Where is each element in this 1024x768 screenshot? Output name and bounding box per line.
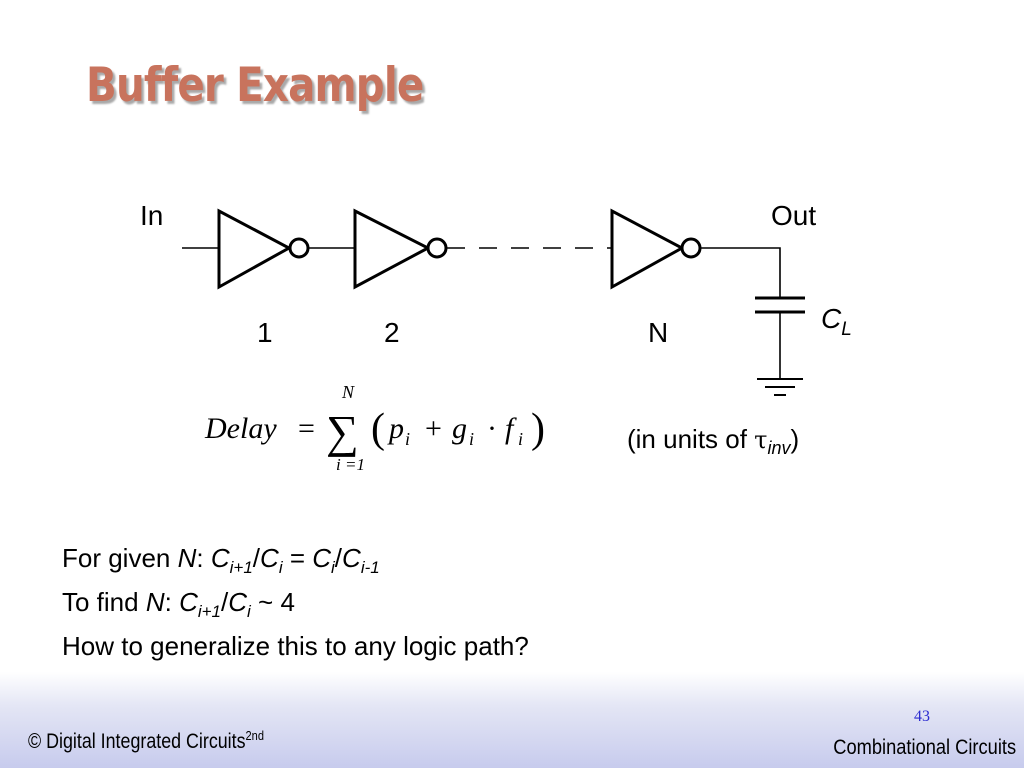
note1-c1: C [210, 543, 230, 573]
note1-s3: i [331, 558, 335, 577]
equation-equals: = [298, 412, 315, 445]
summation-symbol: ∑ [326, 406, 359, 457]
note2-c2: C [228, 587, 248, 617]
close-paren: ) [531, 406, 545, 452]
note2-s1: i+1 [197, 602, 222, 621]
footer-section-title: Combinational Circuits [833, 736, 1016, 759]
note1-s4: i-1 [360, 558, 380, 577]
input-label: In [140, 200, 163, 231]
note1-equals: = [282, 543, 313, 573]
delay-equation: Delay = N ∑ i =1 ( p i + g i · f i ) [204, 382, 545, 474]
footer-copyright-text: © Digital Integrated Circuits [28, 730, 246, 753]
note1-s2: i [278, 558, 283, 577]
sum-upper-limit: N [341, 382, 355, 402]
footer-edition: 2nd [245, 728, 264, 743]
plus-sign: + [425, 412, 442, 445]
tau-symbol: τ [754, 426, 768, 454]
load-cap-main: C [821, 303, 842, 334]
note1-slash2: / [334, 543, 343, 573]
term-p-index: i [405, 429, 410, 449]
output-wire [700, 247, 781, 297]
inverter-2-body [353, 208, 432, 290]
buffer-chain-diagram: In Out 1 2 N CL Delay = N ∑ i =1 ( p i +… [140, 200, 852, 474]
footer-band: © Digital Integrated Circuits2nd 43 Comb… [0, 672, 1024, 768]
load-capacitance-label: CL [821, 303, 852, 340]
inverter-n-body [610, 208, 686, 290]
note2-colon: : [164, 587, 180, 617]
note-line-generalize: How to generalize this to any logic path… [62, 631, 529, 661]
inverter-1-body [217, 208, 293, 290]
note1-lead: For given [62, 543, 178, 573]
footer-copyright: © Digital Integrated Circuits2nd [28, 728, 264, 754]
ground-icon [757, 378, 803, 396]
note-line-given-n: For given N: Ci+1/Ci = Ci/Ci-1 [62, 538, 529, 582]
stage-label-n: N [648, 317, 668, 348]
stage-label-1: 1 [257, 317, 273, 348]
note-line-find-n: To find N: Ci+1/Ci ~ 4 [62, 582, 529, 626]
note1-s1: i+1 [229, 558, 253, 577]
note1-n: N [177, 543, 197, 573]
load-cap-sub: L [841, 319, 852, 340]
page-number: 43 [914, 708, 930, 725]
notes-block: For given N: Ci+1/Ci = Ci/Ci-1 To find N… [62, 538, 529, 666]
units-note-subscript: inv [767, 438, 791, 458]
stage-label-2: 2 [384, 317, 400, 348]
open-paren: ( [371, 406, 385, 452]
term-p: p [387, 412, 404, 445]
units-note-prefix: (in units of [627, 424, 755, 454]
slide-title: Buffer Example [86, 58, 424, 113]
note2-s2: i [247, 602, 251, 621]
note2-slash: / [221, 587, 229, 617]
note2-n: N [145, 587, 165, 617]
term-f-index: i [518, 429, 523, 449]
inverter-n-bubble [680, 237, 702, 259]
note2-c1: C [179, 587, 198, 617]
term-f: f [505, 412, 517, 445]
sum-lower-limit: i =1 [336, 455, 365, 474]
equation-lhs: Delay [204, 412, 277, 445]
output-label: Out [771, 200, 816, 231]
units-note: (in units of τinv) [627, 424, 800, 458]
inverter-2-bubble [426, 237, 448, 259]
multiply-dot: · [487, 412, 497, 445]
note1-slash1: / [252, 543, 261, 573]
units-note-suffix: ) [790, 424, 800, 454]
note1-c4: C [342, 543, 361, 573]
term-g: g [452, 412, 467, 445]
note1-c3: C [312, 543, 332, 573]
note1-colon: : [196, 543, 211, 573]
inverter-1-bubble [288, 237, 310, 259]
note2-tail: ~ 4 [250, 587, 295, 617]
note2-lead: To find [62, 587, 146, 617]
term-g-index: i [469, 429, 474, 449]
note1-c2: C [260, 543, 279, 573]
